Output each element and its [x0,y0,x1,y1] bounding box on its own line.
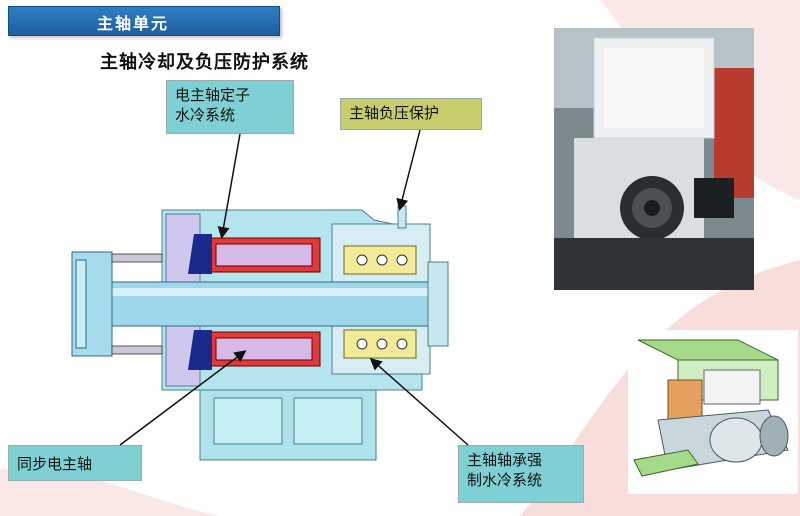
callout-negative-pressure: 主轴负压保护 [340,98,482,130]
callout-stator-cooling-line2: 水冷系统 [175,106,236,124]
section-title: 主轴单元 [97,14,170,33]
spindle-unit-3d-render [628,330,798,494]
callout-bearing-cooling-line1: 主轴轴承强 [467,451,543,469]
callout-bearing-cooling: 主轴轴承强 制水冷系统 [458,445,584,503]
callout-synchronous-spindle-label: 同步电主轴 [17,455,93,473]
spindle-unit-photo [554,28,754,290]
callout-bearing-cooling-line2: 制水冷系统 [467,471,543,489]
callout-synchronous-spindle: 同步电主轴 [8,445,142,481]
callout-stator-cooling: 电主轴定子 水冷系统 [166,80,294,134]
page-title: 主轴冷却及负压防护系统 [100,52,309,73]
callout-negative-pressure-label: 主轴负压保护 [349,104,440,122]
spindle-cross-section-diagram [71,205,449,461]
callout-stator-cooling-line1: 电主轴定子 [175,86,251,104]
section-tab: 主轴单元 [8,6,280,36]
